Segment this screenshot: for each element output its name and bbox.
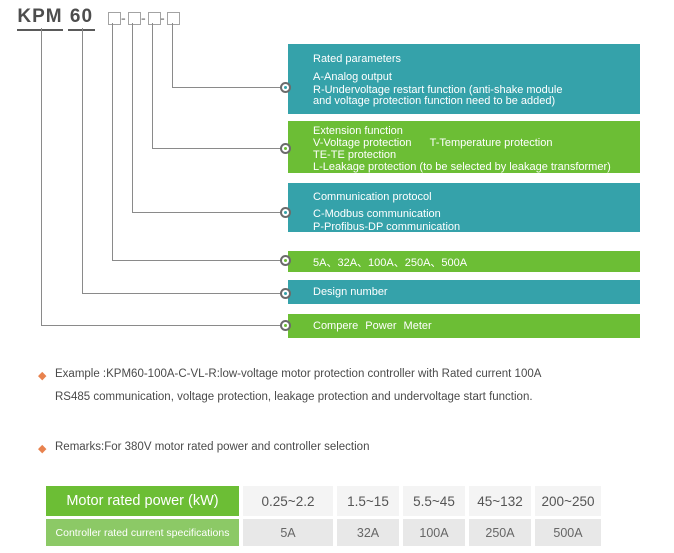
- connector-node-dot: [284, 259, 287, 262]
- table-header-cell: 200~250: [535, 486, 601, 516]
- model-separator: -: [160, 10, 165, 26]
- model-placeholder-box-3: [148, 12, 161, 25]
- model-placeholder-box-4: [167, 12, 180, 25]
- connector-node: [280, 320, 291, 331]
- selection-table: Motor rated power (kW) 0.25~2.2 1.5~15 5…: [46, 486, 601, 546]
- callout-box-product-name: Compere Power Meter: [288, 314, 640, 338]
- connector-node: [280, 288, 291, 299]
- callout-line: TE-TE protection: [313, 149, 397, 161]
- table-header-label: Motor rated power (kW): [46, 486, 239, 516]
- example-note-line1: Example :KPM60-100A-C-VL-R:low-voltage m…: [55, 368, 542, 380]
- connector-line: [82, 293, 281, 294]
- connector-node: [280, 82, 291, 93]
- table-cell: 32A: [337, 519, 399, 546]
- model-separator: -: [121, 10, 126, 26]
- connector-line: [112, 23, 113, 260]
- callout-line: A-Analog output: [313, 71, 392, 83]
- table-row-label: Controller rated current specifications: [46, 519, 239, 546]
- remarks-note: Remarks:For 380V motor rated power and c…: [55, 441, 370, 453]
- connector-node-dot: [284, 86, 287, 89]
- model-design-no: 60: [68, 6, 95, 31]
- model-prefix: KPM: [17, 6, 63, 31]
- connector-line: [132, 212, 281, 213]
- callout-title: Extension function: [313, 125, 403, 137]
- callout-line: C-Modbus communication: [313, 208, 441, 220]
- callout-box-communication-protocol: Communication protocol C-Modbus communic…: [288, 183, 640, 233]
- table-cell: 5A: [243, 519, 333, 546]
- table-header-cell: 45~132: [469, 486, 531, 516]
- callout-line: Compere Power Meter: [313, 320, 432, 332]
- model-separator: -: [141, 10, 146, 26]
- diamond-bullet-icon: ◆: [38, 443, 47, 455]
- callout-line: Design number: [313, 286, 388, 298]
- connector-line: [172, 87, 281, 88]
- callout-line: P-Profibus-DP communication: [313, 221, 461, 233]
- callout-title: Communication protocol: [313, 191, 432, 203]
- callout-line: R-Undervoltage restart function (anti-sh…: [313, 84, 563, 96]
- connector-line: [152, 23, 153, 148]
- callout-box-rated-parameters: Rated parameters A-Analog output R-Under…: [288, 44, 640, 114]
- table-header-row: Motor rated power (kW) 0.25~2.2 1.5~15 5…: [46, 486, 601, 516]
- connector-line: [172, 23, 173, 87]
- connector-node-dot: [284, 292, 287, 295]
- connector-line: [41, 28, 42, 325]
- connector-node: [280, 207, 291, 218]
- connector-node: [280, 143, 291, 154]
- callout-box-extension-function: Extension function V-Voltage protection …: [288, 121, 640, 173]
- model-placeholder-box-2: [128, 12, 141, 25]
- connector-node-dot: [284, 211, 287, 214]
- connector-line: [82, 28, 83, 293]
- callout-line: and voltage protection function need to …: [313, 95, 556, 107]
- connector-node: [280, 255, 291, 266]
- diamond-bullet-icon: ◆: [38, 370, 47, 382]
- connector-line: [112, 260, 281, 261]
- example-note-line2: RS485 communication, voltage protection,…: [55, 391, 533, 403]
- callout-box-design-number: Design number: [288, 280, 640, 304]
- connector-node-dot: [284, 147, 287, 150]
- table-header-cell: 1.5~15: [337, 486, 399, 516]
- callout-line: V-Voltage protection T-Temperature prote…: [313, 137, 553, 149]
- table-cell: 100A: [403, 519, 465, 546]
- callout-box-current-ratings: 5A、32A、100A、250A、500A: [288, 251, 640, 272]
- callout-line: 5A、32A、100A、250A、500A: [313, 256, 468, 269]
- connector-line: [41, 325, 281, 326]
- table-cell: 250A: [469, 519, 531, 546]
- table-header-cell: 5.5~45: [403, 486, 465, 516]
- table-header-cell: 0.25~2.2: [243, 486, 333, 516]
- callout-title: Rated parameters: [313, 53, 402, 65]
- table-data-row: Controller rated current specifications …: [46, 519, 601, 546]
- connector-line: [132, 23, 133, 212]
- callout-line: L-Leakage protection (to be selected by …: [313, 161, 611, 173]
- connector-line: [152, 148, 281, 149]
- connector-node-dot: [284, 324, 287, 327]
- table-cell: 500A: [535, 519, 601, 546]
- model-placeholder-box-1: [108, 12, 121, 25]
